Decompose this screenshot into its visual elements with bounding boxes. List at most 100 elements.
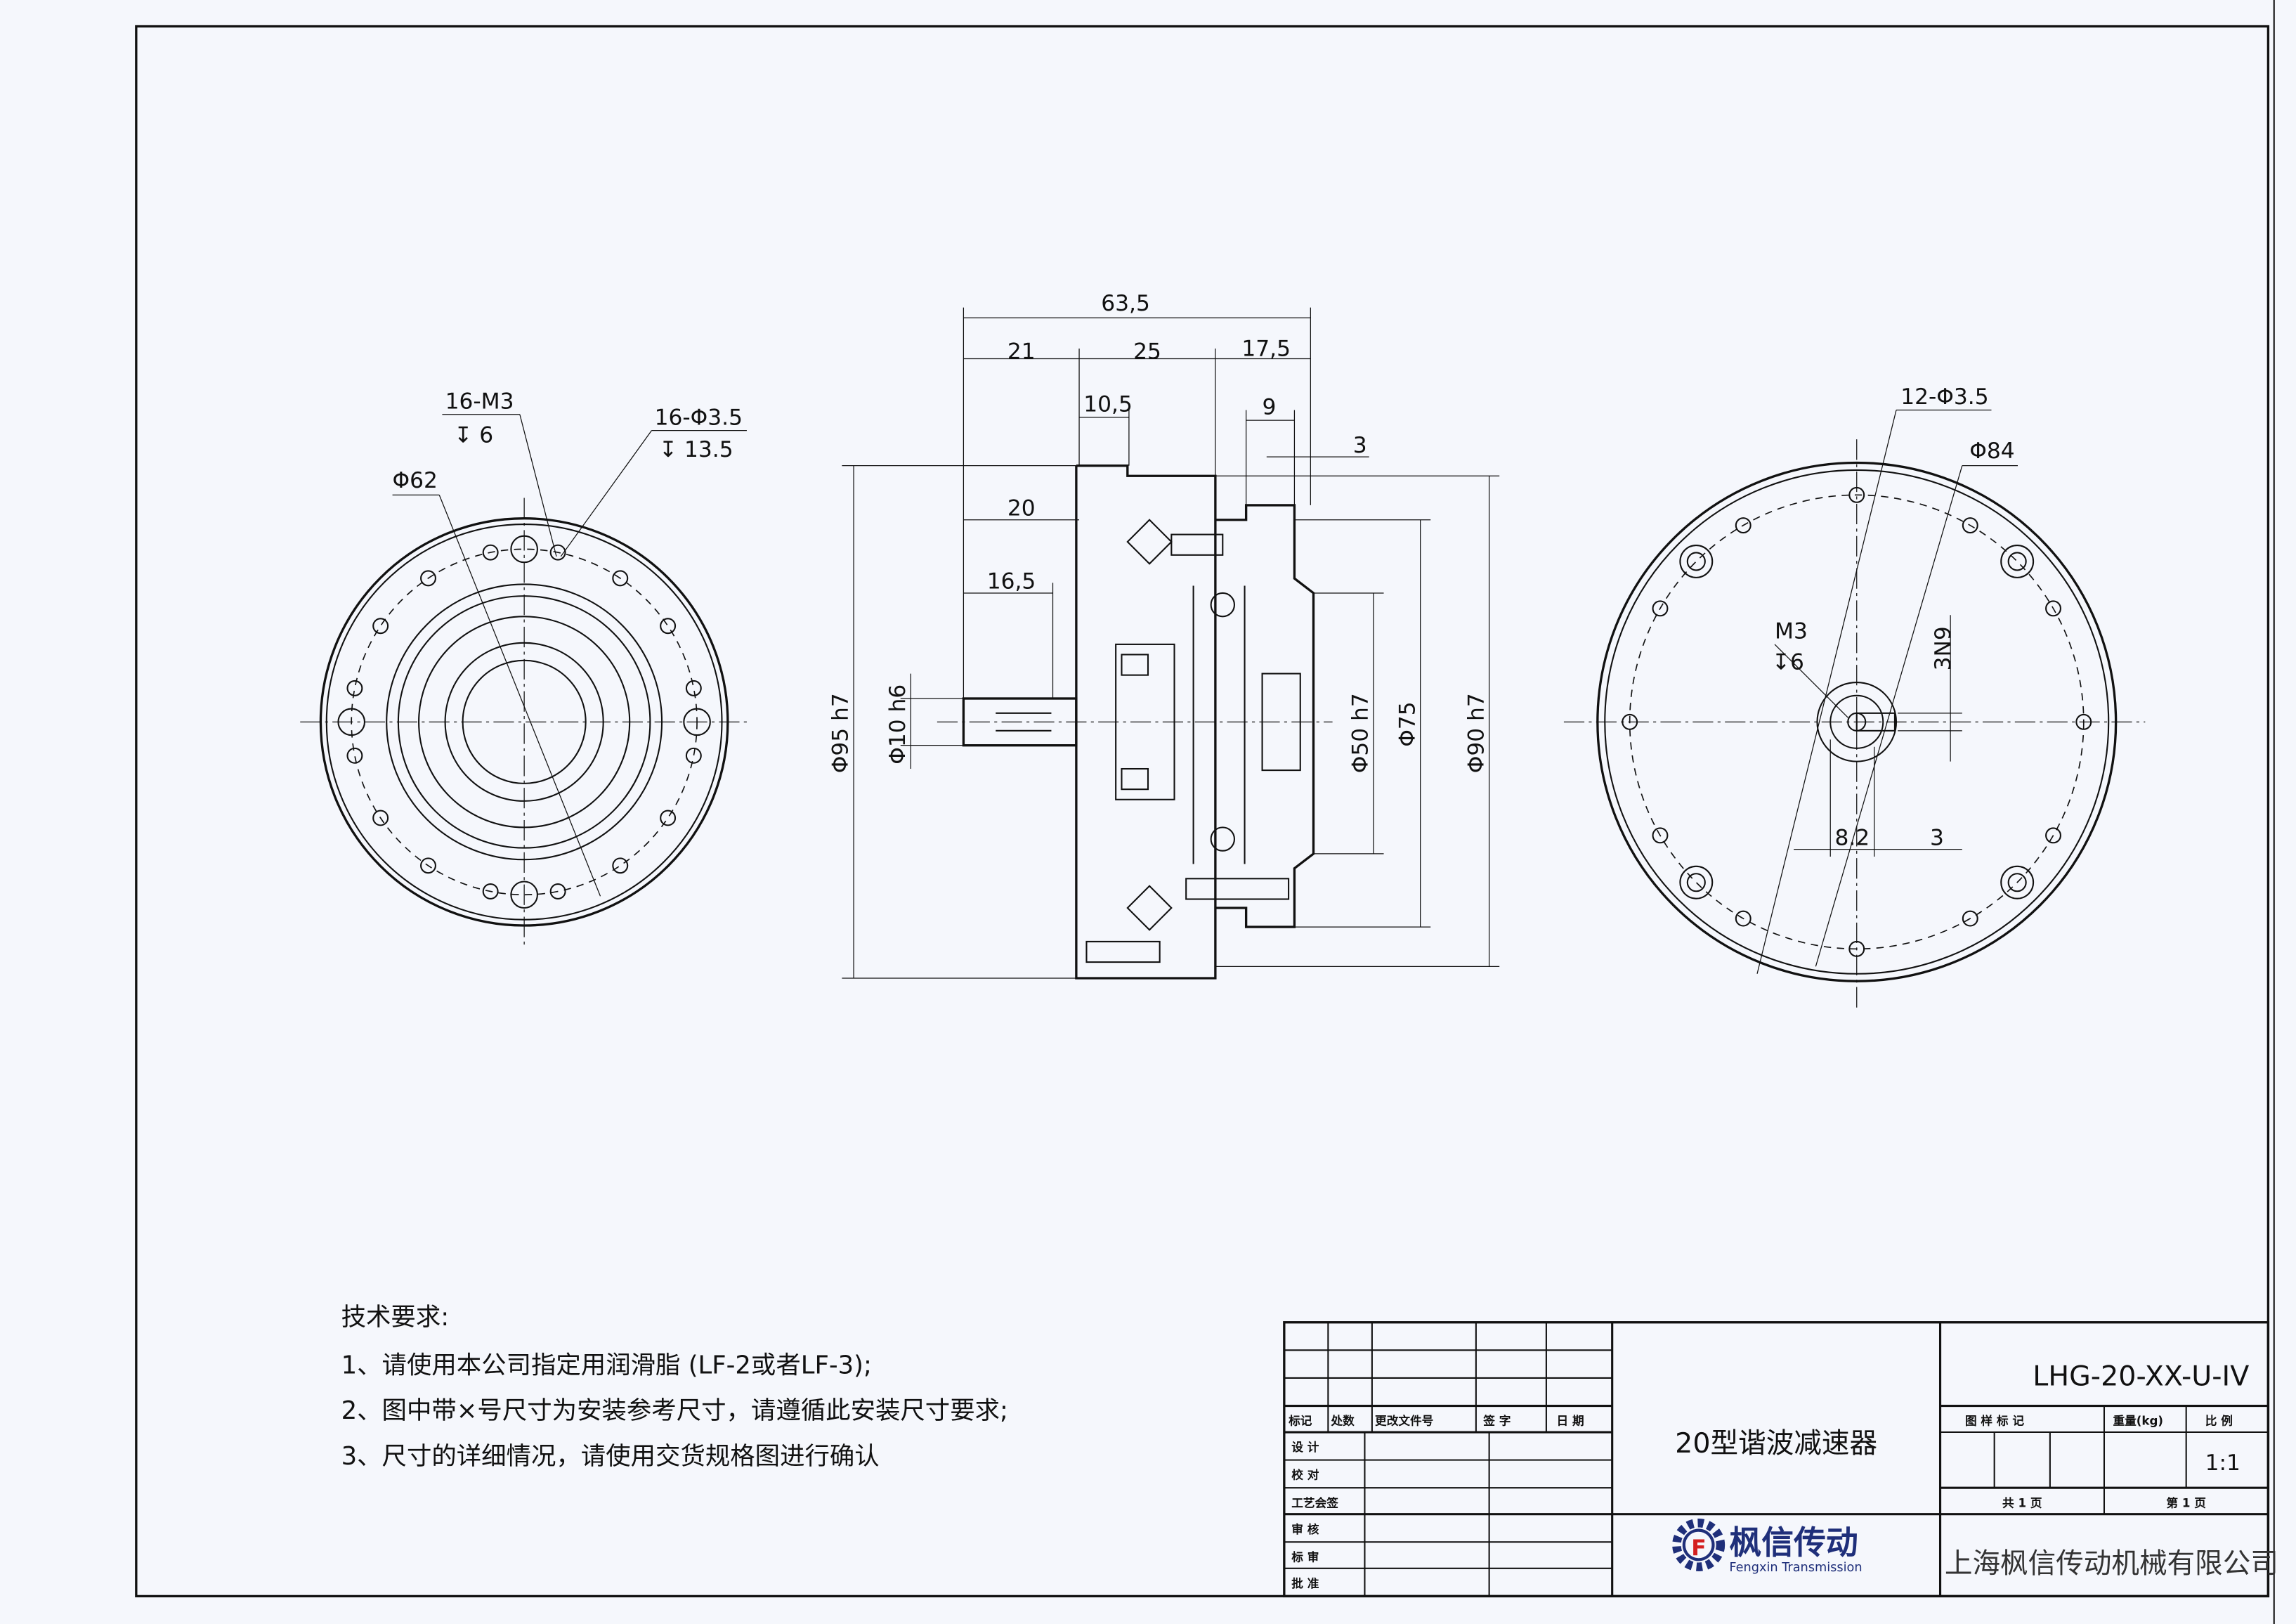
sign-row-standard: 标 审 xyxy=(1291,1550,1319,1564)
mount-hole xyxy=(1652,600,1669,617)
notes-heading: 技术要求: xyxy=(341,1303,450,1332)
bolt-hole xyxy=(372,810,389,826)
bolt-hole-counterbore xyxy=(1679,865,1714,899)
bolt-hole xyxy=(482,883,499,899)
mount-hole xyxy=(1622,713,1638,730)
bolt-hole xyxy=(660,618,677,635)
bolt-hole xyxy=(2007,552,2027,571)
dim-16-5: 16,5 xyxy=(987,569,1036,595)
bolt-hole xyxy=(549,883,566,899)
dim-dia-90: Φ90 h7 xyxy=(1463,693,1489,773)
mount-hole xyxy=(1848,940,1865,957)
product-name: 20型谐波减速器 xyxy=(1675,1427,1877,1460)
logo-chinese: 枫信传动 xyxy=(1729,1524,1858,1561)
keyway-label: 3N9 xyxy=(1931,626,1956,670)
mount-hole xyxy=(1848,486,1865,503)
bolt-hole xyxy=(372,618,389,635)
rev-header-count: 处数 xyxy=(1331,1414,1355,1428)
bolt-hole xyxy=(482,544,499,561)
mount-hole xyxy=(2075,713,2092,730)
drawing-frame xyxy=(135,25,2270,1598)
dim-9: 9 xyxy=(1263,395,1277,420)
bolt-hole xyxy=(420,857,436,874)
bolt-hole xyxy=(346,680,363,696)
key-width-label: 3 xyxy=(1930,825,1944,850)
note-3: 3、尺寸的详细情况，请使用交货规格图进行确认 xyxy=(341,1442,880,1471)
weight-label: 重量(kg) xyxy=(2113,1414,2163,1428)
dim-dia-75: Φ75 xyxy=(1395,701,1420,746)
dim-3: 3 xyxy=(1353,433,1367,458)
bolt-hole xyxy=(549,544,566,561)
key-depth-label: 8.2 xyxy=(1834,825,1870,850)
bolt-hole xyxy=(660,810,677,826)
note-2: 2、图中带×号尺寸为安装参考尺寸，请遵循此安装尺寸要求; xyxy=(341,1396,1008,1425)
note-1: 1、请使用本公司指定用润滑脂 (LF-2或者LF-3); xyxy=(341,1351,872,1380)
mount-hole xyxy=(1735,910,1752,927)
company-name: 上海枫信传动机械有限公司 xyxy=(1945,1547,2278,1580)
sign-row-review: 审 核 xyxy=(1291,1522,1319,1536)
total-pages: 共 1 页 xyxy=(2002,1496,2042,1509)
thread-depth-right: ↧6 xyxy=(1772,649,1804,675)
drawing-number: LHG-20-XX-U-IV xyxy=(2033,1360,2249,1392)
sign-row-approve: 批 准 xyxy=(1291,1576,1319,1590)
stage-label: 图 样 标 记 xyxy=(1965,1414,2024,1428)
bolt-hole xyxy=(1686,873,1706,892)
right-view: 12-Φ3.5 Φ84 M3 ↧6 3N9 8.2 3 xyxy=(1563,384,2146,1011)
technical-notes: 技术要求: 1、请使用本公司指定用润滑脂 (LF-2或者LF-3); 2、图中带… xyxy=(341,1303,1008,1471)
through-holes-label: 16-Φ3.5 xyxy=(655,405,743,430)
sign-row-check: 校 对 xyxy=(1291,1468,1319,1482)
bolt-hole-counterbore xyxy=(510,881,538,909)
title-block: 标记 处数 更改文件号 签 字 日 期 设 计 校 对 工艺会签 审 核 标 审… xyxy=(1283,1321,2278,1598)
mount-hole xyxy=(2045,600,2061,617)
hole-depth-label: ↧ 13.5 xyxy=(659,437,733,462)
dim-dia-50: Φ50 h7 xyxy=(1348,693,1374,773)
rev-header-sign: 签 字 xyxy=(1482,1414,1511,1428)
thread-holes-label: 16-M3 xyxy=(445,389,514,414)
bolt-hole xyxy=(685,747,702,764)
rev-header-doc: 更改文件号 xyxy=(1375,1414,1433,1428)
bolt-hole-counterbore xyxy=(2000,865,2035,899)
dim-overall-length: 63,5 xyxy=(1101,291,1150,316)
dim-dia-95: Φ95 h7 xyxy=(828,693,854,773)
rev-header-date: 日 期 xyxy=(1556,1415,1584,1428)
rev-header-mark: 标记 xyxy=(1288,1414,1312,1428)
section-view: 63,5 21 25 17,5 10,5 9 3 20 16,5 Φ95 h7 … xyxy=(828,291,1500,980)
logo-english: Fengxin Transmission xyxy=(1729,1561,1862,1575)
bolt-hole-counterbore xyxy=(510,535,538,564)
bolt-hole-counterbore xyxy=(2000,544,2035,578)
bolt-hole xyxy=(685,680,702,696)
dim-20: 20 xyxy=(1007,496,1036,521)
sign-row-process: 工艺会签 xyxy=(1291,1495,1338,1509)
bolt-hole xyxy=(420,570,436,587)
bolt-hole xyxy=(612,570,629,587)
dim-21: 21 xyxy=(1007,339,1036,365)
left-view: 16-M3 ↧ 6 16-Φ3.5 ↧ 13.5 Φ62 xyxy=(300,389,750,949)
bolt-hole-counterbore xyxy=(683,708,711,736)
mount-hole xyxy=(1735,517,1752,534)
logo-mark: F xyxy=(1691,1535,1706,1561)
pcd-label: Φ62 xyxy=(393,468,438,493)
scale-value: 1:1 xyxy=(2205,1450,2240,1476)
bolt-hole-counterbore xyxy=(337,708,366,736)
bolt-hole xyxy=(1686,552,1706,571)
mount-hole xyxy=(1962,517,1978,534)
thread-depth-label: ↧ 6 xyxy=(454,422,493,448)
scale-label: 比 例 xyxy=(2205,1414,2233,1428)
bolt-hole xyxy=(612,857,629,874)
mount-hole xyxy=(2045,827,2061,844)
bolt-hole-counterbore xyxy=(1679,544,1714,578)
company-logo: F 枫信传动 Fengxin Transmission xyxy=(1672,1518,1863,1575)
bolt-hole xyxy=(2007,873,2027,892)
dim-25: 25 xyxy=(1133,339,1161,365)
mount-hole xyxy=(1962,910,1978,927)
dim-10-5: 10,5 xyxy=(1083,392,1133,417)
bolt-hole xyxy=(346,747,363,764)
holes-label: 12-Φ3.5 xyxy=(1900,384,1988,410)
page-number: 第 1 页 xyxy=(2166,1495,2206,1509)
dim-dia-10: Φ10 h6 xyxy=(885,684,911,765)
pcd-label-right: Φ84 xyxy=(1969,439,2014,464)
thread-label: M3 xyxy=(1775,619,1808,644)
mount-hole xyxy=(1652,827,1669,844)
dim-17-5: 17,5 xyxy=(1241,336,1291,361)
